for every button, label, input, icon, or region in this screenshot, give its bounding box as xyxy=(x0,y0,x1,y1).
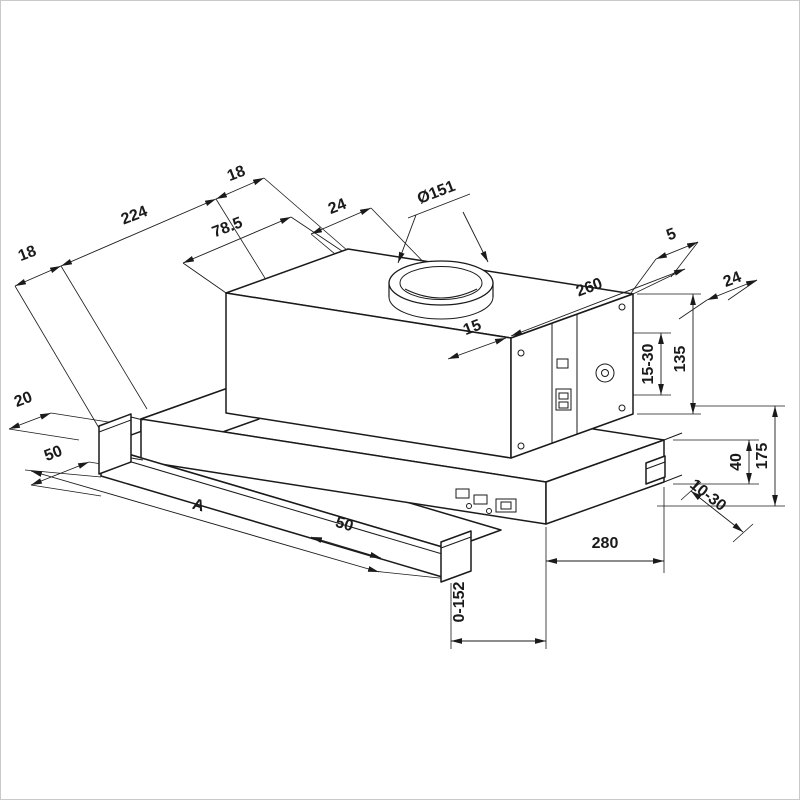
dim-label-224: 224 xyxy=(119,203,150,228)
dim-label-15-30: 15-30 xyxy=(640,343,657,384)
dim-label-width-a: A xyxy=(190,496,206,516)
dim-label-0-152: 0-152 xyxy=(451,581,468,622)
dim-label-175: 175 xyxy=(754,443,771,470)
dim-label-18-left: 18 xyxy=(16,243,39,265)
screw-hole xyxy=(618,303,626,311)
dim-label-20: 20 xyxy=(12,389,35,411)
dim-label-duct-diameter: Ø151 xyxy=(415,178,458,208)
dim-label-5: 5 xyxy=(664,225,678,244)
screw-hole xyxy=(618,404,626,412)
dimension-labels: 18 224 18 78.5 24 Ø151 5 260 24 15 15-30… xyxy=(12,163,771,623)
dim-label-135: 135 xyxy=(672,346,689,373)
dim-label-24-top: 24 xyxy=(326,196,349,218)
dim-label-18-right: 18 xyxy=(225,163,248,185)
screw-hole xyxy=(517,442,525,450)
dim-label-15: 15 xyxy=(461,317,484,339)
dim-label-24-right: 24 xyxy=(721,269,744,291)
dim-label-50-front: 50 xyxy=(333,514,355,535)
dimension-lines xyxy=(8,177,778,644)
screw-hole xyxy=(517,349,525,357)
control-switch-details xyxy=(455,488,517,514)
dim-label-10-30: 10-30 xyxy=(686,476,729,515)
duct-collar xyxy=(388,260,494,320)
dim-label-280: 280 xyxy=(592,535,619,552)
dim-label-50-left: 50 xyxy=(42,443,65,465)
hood-outline xyxy=(98,248,683,583)
visor-left-endcap xyxy=(98,413,144,475)
wall-bracket xyxy=(645,455,666,485)
dim-label-40: 40 xyxy=(728,453,745,471)
visor-right-endcap xyxy=(440,530,472,583)
